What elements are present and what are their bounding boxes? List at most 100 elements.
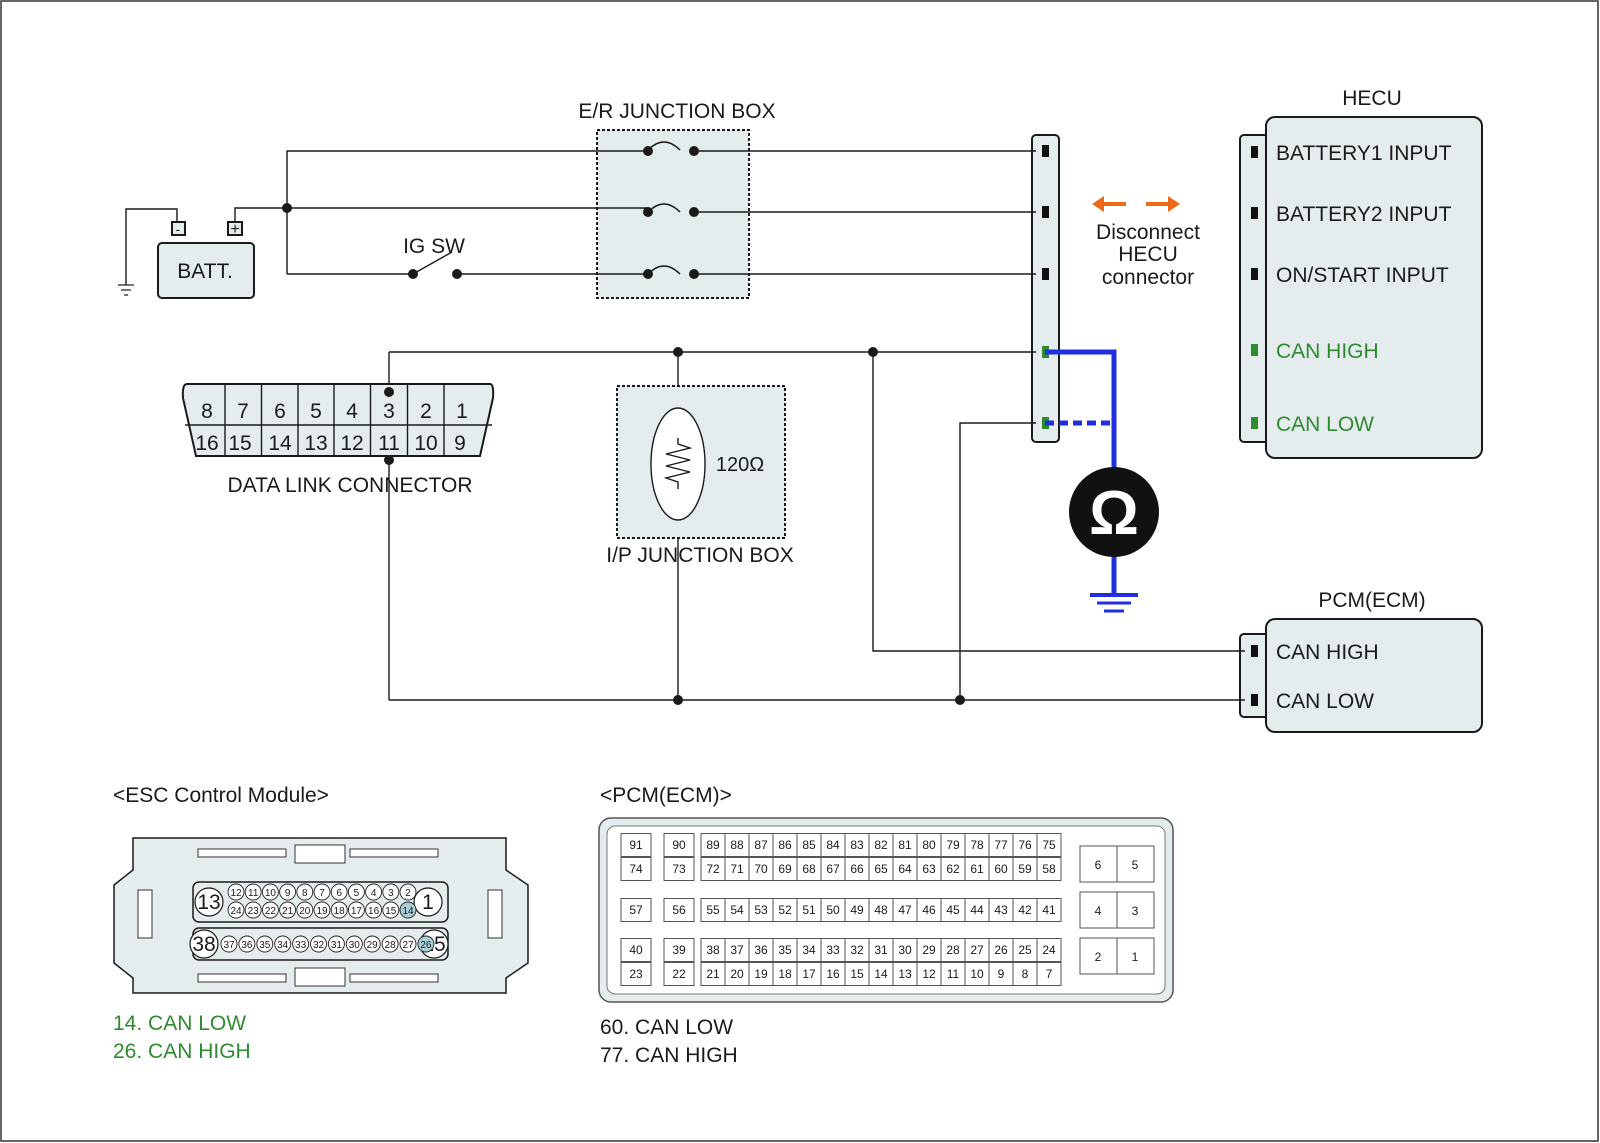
pcm-pin-label: 82 (874, 838, 888, 852)
pcm-pin-label: 58 (1042, 862, 1056, 876)
strip-pin-terminal (1042, 206, 1049, 218)
esc-pin-label: 23 (248, 906, 260, 917)
battery-minus: - (176, 221, 181, 237)
esc-pin (238, 935, 256, 953)
hecu-pin-label: CAN LOW (1276, 413, 1374, 436)
wires (125, 150, 1245, 701)
pcm-pin-label: 66 (850, 862, 864, 876)
resistor-value: 120Ω (716, 454, 764, 476)
pcm-pin-label: 72 (706, 862, 720, 876)
pcm-pin-label: 34 (802, 943, 816, 957)
disconnect-line-1: Disconnect (1096, 221, 1200, 244)
pcm-pin-label: 86 (778, 838, 792, 852)
pcm-pin-cell (663, 833, 695, 857)
esc-pin (279, 901, 297, 919)
esc-pin-label: 16 (368, 906, 380, 917)
pcm-pin-cell (1036, 833, 1062, 857)
esc-pin (296, 883, 314, 901)
pcm-pin-label: 76 (1018, 838, 1032, 852)
pcm-pin-label: 16 (826, 967, 840, 981)
pcm-pin-label: 78 (970, 838, 984, 852)
esc-pin-label: 11 (248, 888, 259, 899)
esc-pin (330, 883, 348, 901)
pcm-pin-label: 67 (826, 862, 840, 876)
pcm-pin-label: 11 (947, 967, 960, 981)
esc-pin (381, 935, 399, 953)
esc-pin-label: 15 (385, 906, 397, 917)
hecu-pin-label: BATTERY2 INPUT (1276, 203, 1452, 226)
esc-pin-label: 17 (351, 906, 363, 917)
strip-pin-terminal (1042, 145, 1049, 157)
dlc-pin: 11 (378, 432, 400, 455)
pcm-pin-cell (663, 898, 695, 922)
pcm-pin-label: 52 (778, 903, 792, 917)
pcm-pin-label: 90 (672, 838, 686, 852)
dlc-pin: 2 (420, 400, 432, 423)
esc-pin-label: 5 (354, 888, 360, 899)
arrow-left-icon (1092, 196, 1104, 212)
pcm-pin-label: 13 (898, 967, 912, 981)
esc-pin-label: 2 (405, 888, 411, 899)
dlc-pin: 16 (195, 432, 218, 455)
disconnect-note: Disconnect HECU connector (1092, 196, 1200, 289)
dlc-pin: 3 (383, 400, 395, 423)
pcm-pin-label: 15 (850, 967, 864, 981)
hecu-pin-terminal (1251, 268, 1258, 280)
pcm-pin-terminal (1251, 645, 1258, 657)
esc-pin-label: 26 (420, 940, 432, 951)
esc-pin (220, 935, 238, 953)
esc-pin (399, 935, 417, 953)
esc-pin (417, 935, 435, 953)
esc-pin-label: 21 (282, 906, 294, 917)
pcm-note-2: 77. CAN HIGH (600, 1044, 738, 1067)
pcm-pin-label: 23 (629, 967, 643, 981)
pcm-pin-label: 30 (898, 943, 912, 957)
pcm-conn-title: <PCM(ECM)> (600, 784, 732, 807)
dlc-pin: 13 (304, 432, 327, 455)
ip-junction-box-title: I/P JUNCTION BOX (606, 544, 793, 567)
pcm-pin-label: 40 (629, 943, 643, 957)
pcm-pin-label: 71 (730, 862, 744, 876)
esc-pin-label: 37 (223, 940, 235, 951)
esc-pin (327, 935, 345, 953)
pcm-pin-label: 47 (898, 903, 912, 917)
pcm-pin-label: 85 (802, 838, 816, 852)
pcm-pin-label: 5 (1132, 858, 1139, 872)
pcm-pin-label: CAN HIGH (1276, 641, 1379, 664)
pcm-pin-label: 2 (1095, 950, 1102, 964)
esc-pin (365, 883, 383, 901)
pcm-pin-cell (620, 833, 652, 857)
pcm-pin-label: 53 (754, 903, 768, 917)
pcm-pin-label: 1 (1132, 950, 1139, 964)
pcm-pin-label: CAN LOW (1276, 690, 1374, 713)
esc-big-pin (413, 887, 443, 917)
esc-pin-label: 20 (299, 906, 311, 917)
pcm-pin-cell (1116, 845, 1155, 883)
pcm-pin-label: 54 (730, 903, 744, 917)
esc-pin-label: 10 (265, 888, 277, 899)
esc-pin (279, 883, 297, 901)
esc-pin-label: 3 (388, 888, 394, 899)
pcm-pin-label: 45 (946, 903, 960, 917)
pcm-title: PCM(ECM) (1318, 589, 1425, 612)
junction-dots (282, 146, 965, 705)
pcm-pin-label: 7 (1046, 967, 1053, 981)
battery-plus: + (230, 221, 239, 238)
esc-pin (399, 883, 417, 901)
pcm-pin-label: 38 (706, 943, 720, 957)
battery-label: BATT. (177, 260, 233, 283)
pcm-pin-label: 83 (850, 838, 864, 852)
dlc-pin: 1 (456, 400, 468, 423)
esc-pin-label: 31 (331, 940, 343, 951)
hecu-pin-label: CAN HIGH (1276, 340, 1379, 363)
esc-pin (382, 883, 400, 901)
pcm-pin-terminal (1251, 694, 1258, 706)
esc-note-1: 14. CAN LOW (113, 1012, 246, 1035)
pcm-pin-label: 64 (898, 862, 912, 876)
pcm-pin-cell (663, 857, 695, 881)
resistor-icon (663, 438, 693, 489)
pcm-pin-cell (1116, 937, 1155, 975)
pcm-pin-label: 49 (850, 903, 864, 917)
pcm-pin-label: 57 (629, 903, 643, 917)
